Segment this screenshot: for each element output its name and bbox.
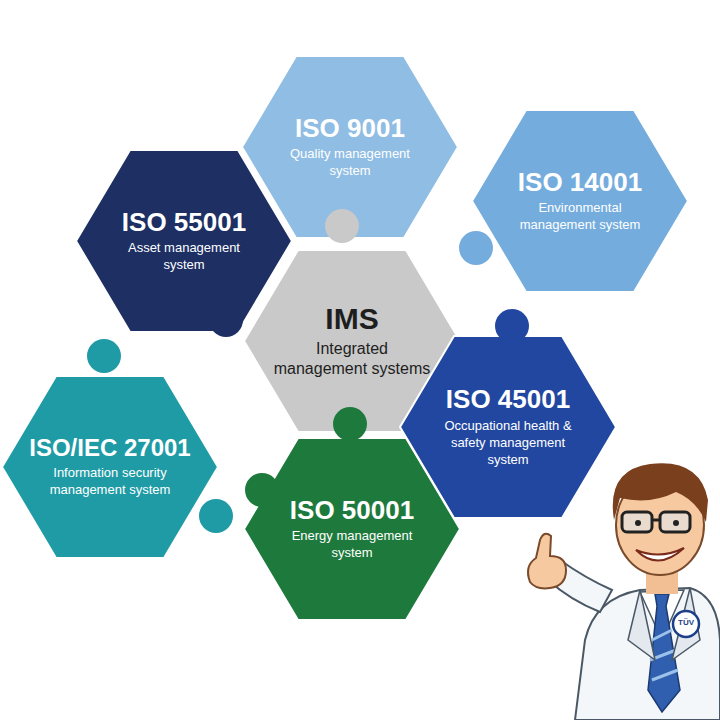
lapels [628,588,700,660]
system-name: Information security management system [35,465,185,499]
eye [635,520,641,526]
system-name: Integrated management systems [270,339,434,381]
system-name: Environmental management system [500,200,660,234]
standard-code: ISO 9001 [295,114,405,143]
badge-logo-text: TÜV [673,618,699,627]
puzzle-tab [199,499,233,533]
system-name: Occupational health & safety management … [433,418,583,469]
puzzle-tab [333,407,367,441]
text-area: ISO 14001Environmental management system [498,128,662,274]
glasses [660,512,690,532]
puzzle-tab [495,309,529,343]
puzzle-tab [245,473,279,507]
hexagon [244,438,460,620]
puzzle-hexagon: ISO 14001Environmental management system [472,110,688,292]
text-area: ISO 50001Energy management system [270,456,434,602]
system-name: Quality management system [275,146,425,180]
puzzle-tab [325,209,359,243]
text-area: ISO/IEC 27001Information security manage… [28,394,192,540]
standard-code: ISO/IEC 27001 [29,435,190,461]
puzzle-hexagon: ISO 55001Asset management system [76,150,292,332]
standard-code: ISO 14001 [518,168,642,197]
text-area: ISO 55001Asset management system [102,168,266,314]
standard-code: ISO 45001 [446,385,570,414]
glasses [622,512,652,532]
puzzle-hexagon: ISO/IEC 27001Information security manage… [2,376,218,558]
standard-code: ISO 55001 [122,208,246,237]
smile [636,548,684,561]
thumb-up-hand [528,534,566,589]
hexagon [472,110,688,292]
system-name: Energy management system [277,528,427,562]
eye [673,520,679,526]
text-area: IMS Integrated management systems [270,268,434,414]
puzzle-tab [87,339,121,373]
hexagon [2,376,218,558]
standard-code: ISO 50001 [290,496,414,525]
puzzle-tab [209,303,243,337]
text-area: ISO 45001Occupational health & safety ma… [426,354,590,500]
text-area: ISO 9001Quality management system [268,74,432,220]
badge [673,611,699,637]
standard-code: IMS [325,302,378,335]
system-name: Asset management system [114,240,254,274]
puzzle-tab [459,231,493,265]
hexagon [76,150,292,332]
puzzle-hexagon: ISO 50001Energy management system [244,438,460,620]
glasses-bridge [652,519,660,522]
